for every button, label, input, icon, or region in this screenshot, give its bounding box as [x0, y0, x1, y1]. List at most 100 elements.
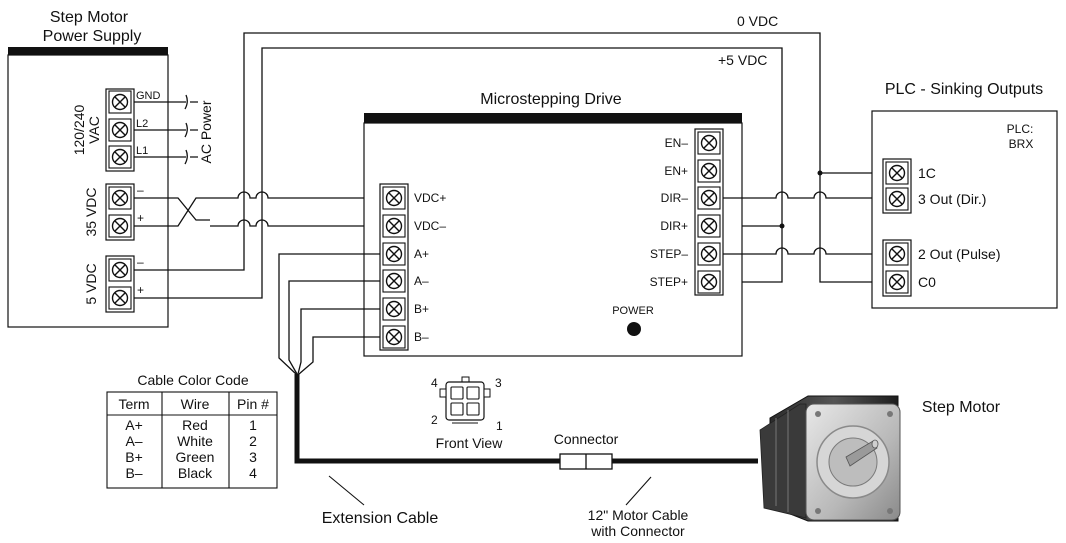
terminal-dir-plus: DIR+ [660, 219, 688, 233]
power-led-label: POWER [612, 305, 654, 317]
zero-vdc-label: 0 VDC [737, 13, 778, 29]
plus5-vdc-wire [134, 47, 783, 299]
plc-title: PLC - Sinking Outputs [885, 81, 1043, 98]
ac-wires [134, 101, 186, 158]
cable-row-pin: 4 [249, 465, 257, 481]
plc-2out-screw-icon [885, 242, 909, 266]
callout-labels: Connector Extension Cable 12" Motor Cabl… [322, 399, 1001, 539]
step-motor-icon [759, 395, 901, 522]
cable-row-term: A– [125, 433, 142, 449]
plc-terminal-c0: C0 [918, 274, 936, 290]
extension-cable-label: Extension Cable [322, 510, 439, 527]
cable-row-wire: Red [182, 417, 208, 433]
motor-cable-label-line1: 12" Motor Cable [588, 507, 689, 523]
cable-header-wire: Wire [181, 396, 210, 412]
terminal-step-minus: STEP– [650, 247, 688, 261]
plc-3out-screw-icon [885, 187, 909, 211]
plc-name-line1: PLC: [1007, 122, 1034, 136]
plc-terminal-1c: 1C [918, 165, 936, 181]
vdc35-label: 35 VDC [83, 187, 99, 236]
vdc5-minus: – [137, 255, 144, 269]
cable-row-pin: 2 [249, 433, 257, 449]
terminal-en-minus: EN– [665, 136, 689, 150]
dir-signal-wire [723, 191, 897, 199]
vdc-supply-wires [134, 191, 386, 227]
terminal-gnd: GND [136, 90, 161, 102]
cable-row-wire: Green [176, 449, 215, 465]
ac-break-marks [184, 94, 188, 165]
drive-left-strip [379, 183, 409, 351]
power-supply-title-line2: Power Supply [43, 28, 142, 45]
terminal-dir-minus: DIR– [661, 191, 689, 205]
vdc5-minus-screw-icon [108, 258, 132, 282]
connector-pin-1: 1 [496, 419, 503, 433]
terminal-a-minus: A– [414, 274, 429, 288]
vdc-minus-wire [210, 219, 386, 227]
cable-row-term: B+ [125, 449, 143, 465]
cable-row-pin: 3 [249, 449, 257, 465]
plc-name-line2: BRX [1009, 137, 1034, 151]
connector-label: Connector [554, 431, 619, 447]
cable-color-table: Cable Color Code Term Wire Pin # A+ Red … [106, 372, 278, 489]
plc-c0-screw-icon [885, 270, 909, 294]
plc-terminal-2out: 2 Out (Pulse) [918, 246, 1000, 262]
terminal-vdc-minus: VDC– [414, 219, 446, 233]
connector-pin-4: 4 [431, 376, 438, 390]
drive-title: Microstepping Drive [480, 91, 621, 108]
power-supply: Step Motor Power Supply GND L2 L1 120/24… [7, 9, 214, 328]
ac-power-label: AC Power [198, 100, 214, 163]
terminal-en-plus: EN+ [664, 164, 688, 178]
extension-cable [294, 374, 560, 464]
cable-header-pin: Pin # [237, 396, 269, 412]
terminal-step-plus: STEP+ [650, 275, 688, 289]
connector-pin-2: 2 [431, 413, 438, 427]
motor-wires [278, 253, 758, 470]
power-supply-top-bar [8, 47, 168, 55]
gnd-screw-icon [108, 90, 132, 114]
terminal-b-plus: B+ [414, 302, 429, 316]
vac-label-line2: VAC [86, 116, 102, 144]
vdc35-minus: – [137, 183, 144, 197]
step-signal-wire [723, 247, 897, 255]
cable-table-caption: Cable Color Code [137, 372, 248, 388]
cable-row-term: A+ [125, 417, 143, 433]
connector-front-view: 4 3 2 1 Front View [431, 376, 503, 451]
terminal-vdc-plus: VDC+ [414, 191, 446, 205]
vdc35-plus: + [137, 211, 144, 225]
drive-box [363, 122, 743, 357]
signal-wires [723, 191, 897, 255]
power-led-icon [627, 322, 641, 336]
plus5-vdc-label: +5 VDC [718, 52, 767, 68]
connector-pin-3: 3 [495, 376, 502, 390]
vac-label-line1: 120/240 [71, 104, 87, 155]
plc-1c-screw-icon [885, 161, 909, 185]
motor-cable-label-line2: with Connector [590, 523, 685, 539]
zero-vdc-wire [134, 32, 897, 283]
connector-front-view-caption: Front View [436, 435, 504, 451]
cable-row-wire: Black [178, 465, 213, 481]
l2-screw-icon [108, 118, 132, 142]
vdc5-label: 5 VDC [83, 263, 99, 304]
terminal-l2: L2 [136, 118, 148, 130]
cable-row-pin: 1 [249, 417, 257, 433]
vdc5-plus: + [137, 283, 144, 297]
step-motor-label: Step Motor [922, 399, 1001, 416]
power-supply-box [7, 54, 169, 328]
microstepping-drive: Microstepping Drive VDC+ VDC– A+ A– B+ B… [363, 91, 743, 357]
terminal-l1: L1 [136, 145, 148, 157]
connector-housing-icon [439, 376, 491, 424]
vdc-plus-wire [210, 191, 386, 199]
drive-right-strip [694, 128, 724, 296]
terminal-a-plus: A+ [414, 247, 429, 261]
vdc5-plus-screw-icon [108, 286, 132, 310]
plc: PLC - Sinking Outputs PLC: BRX 1C 3 Out … [871, 81, 1058, 309]
cable-row-term: B– [125, 465, 142, 481]
power-supply-title-line1: Step Motor [50, 9, 129, 26]
vdc35-minus-screw-icon [108, 186, 132, 210]
l1-screw-icon [108, 145, 132, 169]
plc-terminal-3out: 3 Out (Dir.) [918, 191, 986, 207]
drive-top-bar [364, 113, 742, 123]
cable-row-wire: White [177, 433, 213, 449]
vdc35-plus-screw-icon [108, 214, 132, 238]
